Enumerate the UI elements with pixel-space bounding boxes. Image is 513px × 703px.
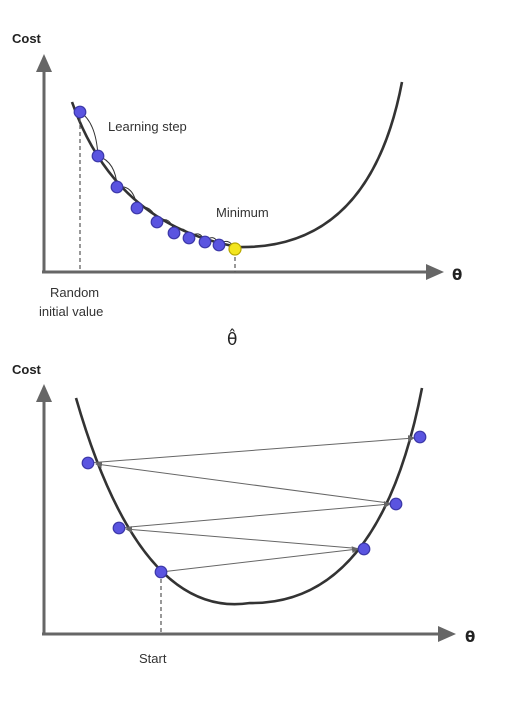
top-point [182,231,196,245]
jump-arrow [87,434,415,464]
bottom-jump-arrows [87,434,415,573]
jump-arrow [125,526,365,550]
top-point [91,149,105,163]
top-point [110,180,124,194]
bottom-point [413,430,427,444]
bottom-point [389,497,403,511]
top-point [212,238,226,252]
jump-arrow [118,501,391,529]
top-x-axis-label: θ [452,266,462,284]
bottom-x-axis-arrow [438,626,456,642]
bottom-point [81,456,95,470]
bottom-start-label: Start [139,651,167,666]
top-point [167,226,181,240]
bottom-point [112,521,126,535]
top-y-axis-arrow [36,54,52,72]
jump-arrow [160,546,359,573]
top-minimum-point [228,242,242,256]
jump-arrow [95,461,397,505]
top-y-axis-label: Cost [12,31,42,46]
top-panel: Cost θ Learning st [12,31,462,350]
bottom-point [154,565,168,579]
top-point [198,235,212,249]
top-learning-step-label: Learning step [108,119,187,134]
top-x-axis-arrow [426,264,444,280]
top-start-label-line2: initial value [39,304,103,319]
top-point [130,201,144,215]
bottom-point [357,542,371,556]
bottom-x-axis-label: θ [465,628,475,646]
bottom-cost-curve [74,387,424,606]
top-minimum-label: Minimum [216,205,269,220]
top-point [150,215,164,229]
top-start-label-line1: Random [50,285,99,300]
bottom-y-axis-label: Cost [12,362,42,377]
top-cost-curve [70,81,404,249]
top-theta-hat-label: θ̂ [227,327,237,350]
top-point [73,105,87,119]
step-arc [79,111,99,157]
bottom-panel: Cost θ Start [12,362,475,666]
bottom-y-axis-arrow [36,384,52,402]
